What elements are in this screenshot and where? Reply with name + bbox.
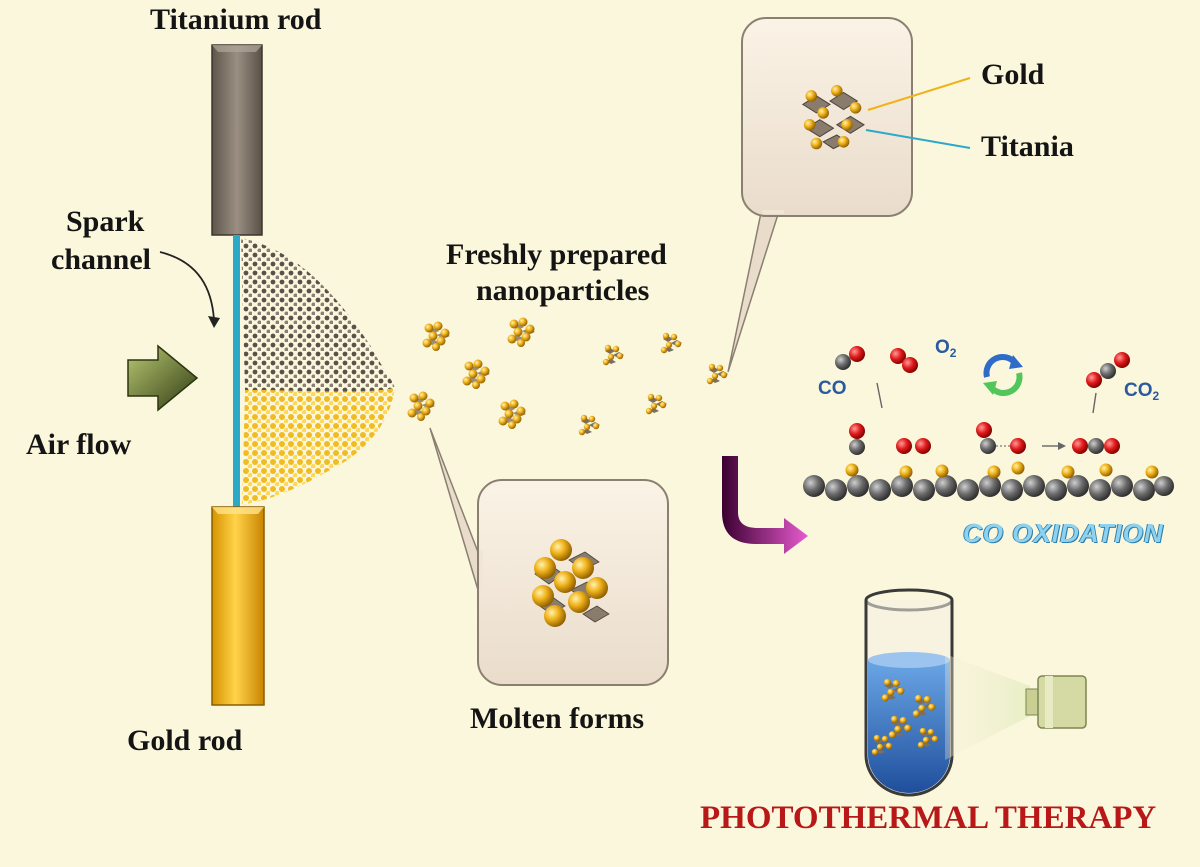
gold-pointer <box>867 77 971 111</box>
gold-rod <box>211 506 265 706</box>
nanoparticle-cluster <box>602 344 624 366</box>
molten-forms-label: Molten forms <box>470 702 645 735</box>
nanoparticle-cluster <box>462 359 490 389</box>
gold-rod-label: Gold rod <box>127 724 243 757</box>
gold-plume <box>242 388 395 505</box>
air-flow-arrow-icon <box>127 344 199 412</box>
gold-titania-cluster <box>801 85 865 150</box>
co-oxidation-label: CO OXIDATION <box>963 518 1164 548</box>
photothermal-therapy-label: PHOTOTHERMAL THERAPY <box>700 800 1157 836</box>
test-tube <box>864 588 954 797</box>
catalyst-surface <box>803 461 1174 501</box>
nanoparticle-cluster <box>498 399 526 429</box>
gold-label: Gold <box>981 58 1045 91</box>
nanoparticle-cluster <box>660 332 682 354</box>
titania-label: Titania <box>981 130 1074 163</box>
nanoparticle-cluster <box>578 414 600 436</box>
co2-label: CO2 <box>1124 380 1160 403</box>
co-label: CO <box>818 378 847 399</box>
laser-source-icon <box>1025 675 1087 729</box>
spark-channel-line <box>233 235 240 507</box>
process-arrow-icon <box>722 456 808 554</box>
nanoparticle-cluster <box>645 393 667 415</box>
o2-label: O2 <box>935 337 957 360</box>
nanoparticle-cluster <box>706 363 728 385</box>
freshly-prepared-label: Freshly prepared <box>446 238 667 271</box>
nanoparticles-label: nanoparticles <box>476 274 650 307</box>
nanoparticle-cluster <box>422 321 450 351</box>
air-flow-label: Air flow <box>26 428 132 461</box>
channel-label: channel <box>51 243 152 276</box>
titania-pointer <box>865 129 971 149</box>
titanium-plume <box>241 238 395 392</box>
molten-cluster <box>532 539 610 627</box>
recycle-icon <box>983 354 1023 396</box>
laser-beam <box>945 654 1030 760</box>
titanium-rod-label: Titanium rod <box>150 3 322 36</box>
nanoparticle-cluster <box>407 391 435 421</box>
co-oxidation-scheme <box>803 346 1174 501</box>
spark-label: Spark <box>66 205 145 238</box>
nanoparticle-cluster <box>507 317 535 347</box>
titanium-rod <box>211 44 263 236</box>
spark-pointer <box>159 251 215 321</box>
